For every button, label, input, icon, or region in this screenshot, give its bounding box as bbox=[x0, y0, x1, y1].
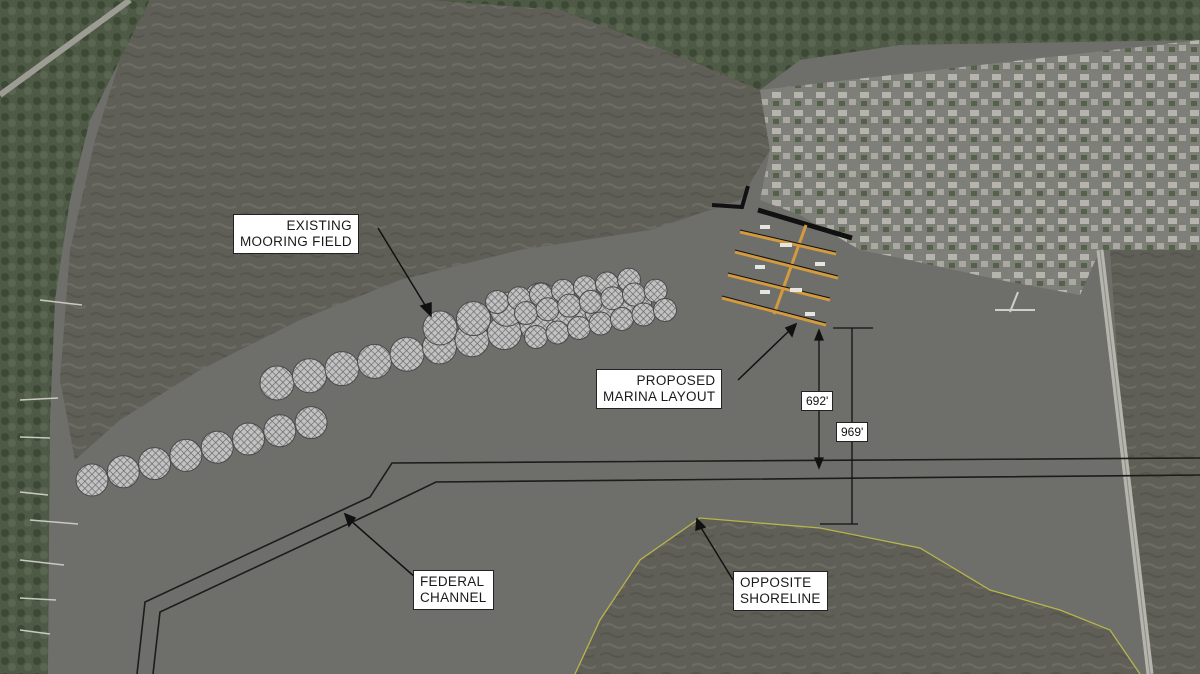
mooring-buoy bbox=[643, 278, 668, 303]
mooring-buoy bbox=[357, 343, 392, 379]
mooring-buoy bbox=[456, 301, 491, 337]
mooring-leader bbox=[377, 227, 429, 311]
mooring-buoy bbox=[324, 351, 360, 387]
dim-692-arrow-bottom bbox=[814, 457, 824, 470]
mooring-buoy bbox=[232, 422, 265, 456]
town-area bbox=[760, 40, 1200, 295]
federal-channel-label: FEDERAL CHANNEL bbox=[413, 570, 494, 610]
marina-boats bbox=[755, 225, 825, 316]
mooring-arrowhead bbox=[419, 301, 432, 318]
mooring-buoy bbox=[259, 365, 295, 401]
mooring-buoy bbox=[514, 301, 538, 325]
marina-wave-attenuator bbox=[757, 207, 853, 241]
shoreline-leader bbox=[699, 525, 734, 581]
opposite-shoreline-line bbox=[574, 517, 1141, 674]
mooring-buoy bbox=[631, 302, 656, 327]
marina-leader bbox=[737, 329, 791, 381]
mooring-label-line1: EXISTING bbox=[286, 218, 352, 233]
bridge-edge bbox=[1099, 249, 1151, 674]
opposite-marsh bbox=[575, 518, 1140, 674]
marina-arrowhead bbox=[784, 322, 798, 338]
mooring-buoy bbox=[292, 358, 327, 394]
leader-arrows bbox=[343, 227, 798, 581]
mooring-buoy bbox=[535, 297, 560, 322]
marsh-north bbox=[60, 0, 770, 460]
opposite-shoreline-label: OPPOSITE SHORELINE bbox=[733, 571, 828, 611]
channel-leader bbox=[349, 519, 417, 579]
marsh-east bbox=[1110, 250, 1200, 674]
shoreline-arrowhead bbox=[695, 517, 707, 532]
mooring-label-line2: MOORING FIELD bbox=[240, 234, 352, 249]
marina-label-line1: PROPOSED bbox=[636, 373, 716, 388]
mooring-buoy bbox=[610, 307, 634, 331]
mooring-buoy bbox=[200, 430, 234, 464]
left-road bbox=[0, 0, 132, 98]
shoreline-label-line2: SHORELINE bbox=[740, 591, 821, 606]
proposed-marina bbox=[711, 185, 853, 327]
federal-channel-north-edge bbox=[136, 457, 1200, 674]
channel-label-line1: FEDERAL bbox=[420, 574, 485, 589]
mooring-field bbox=[75, 267, 677, 497]
channel-arrowhead bbox=[343, 512, 357, 528]
mooring-buoy bbox=[263, 414, 297, 448]
mooring-buoy bbox=[567, 316, 591, 340]
mooring-buoy bbox=[485, 290, 509, 314]
mooring-buoy bbox=[422, 310, 458, 346]
mooring-buoy bbox=[106, 455, 140, 489]
north-tree-line bbox=[430, 0, 1200, 90]
mooring-buoy bbox=[545, 320, 570, 345]
marina-pier-outlines bbox=[721, 229, 839, 324]
channel-label-line2: CHANNEL bbox=[420, 590, 487, 605]
small-pier bbox=[1009, 291, 1019, 313]
marina-main-walk bbox=[772, 224, 808, 315]
mooring-buoy bbox=[622, 282, 646, 307]
mooring-buoy bbox=[578, 289, 603, 314]
dim-692-arrow-top bbox=[814, 328, 824, 341]
left-shore-trees bbox=[0, 0, 150, 674]
marina-label-line2: MARINA LAYOUT bbox=[603, 389, 716, 404]
existing-mooring-field-label: EXISTING MOORING FIELD bbox=[233, 214, 359, 254]
marina-breakwater bbox=[711, 185, 750, 210]
mooring-buoy bbox=[169, 438, 203, 472]
mooring-buoy bbox=[294, 406, 328, 440]
dimension-692-label: 692' bbox=[801, 391, 834, 411]
mooring-buoy bbox=[524, 325, 548, 349]
mooring-buoy bbox=[653, 298, 677, 322]
dimension-969-label: 969' bbox=[836, 422, 869, 442]
mooring-buoy bbox=[138, 447, 172, 481]
left-docks bbox=[19, 299, 83, 635]
federal-channel-south-edge bbox=[152, 474, 1200, 674]
mooring-buoy bbox=[600, 286, 625, 311]
mooring-buoy bbox=[75, 463, 109, 497]
mooring-buoy bbox=[588, 311, 613, 336]
shoreline-label-line1: OPPOSITE bbox=[740, 575, 812, 590]
mooring-buoy bbox=[389, 336, 425, 372]
marina-piers bbox=[721, 230, 839, 327]
proposed-marina-layout-label: PROPOSED MARINA LAYOUT bbox=[596, 369, 723, 409]
mooring-buoy bbox=[557, 293, 582, 318]
